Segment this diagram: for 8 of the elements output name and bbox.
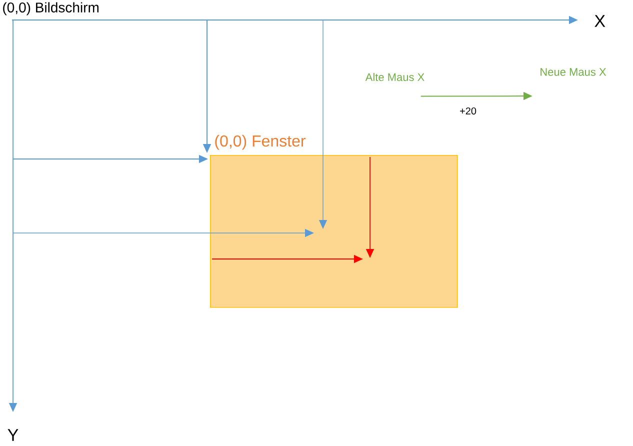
axis-label: Y	[8, 429, 18, 441]
axis-title: (0,0) Bildschirm	[3, 2, 98, 16]
axis-label: X	[594, 15, 606, 27]
node-label: (0,0) Fenster	[215, 134, 306, 150]
window-box: (0,0) Fenster	[210, 134, 458, 308]
mouse-label: Alte Maus X	[365, 72, 424, 82]
mouse-label: Neue Maus X	[540, 68, 606, 76]
edge-label: +20	[460, 107, 476, 115]
